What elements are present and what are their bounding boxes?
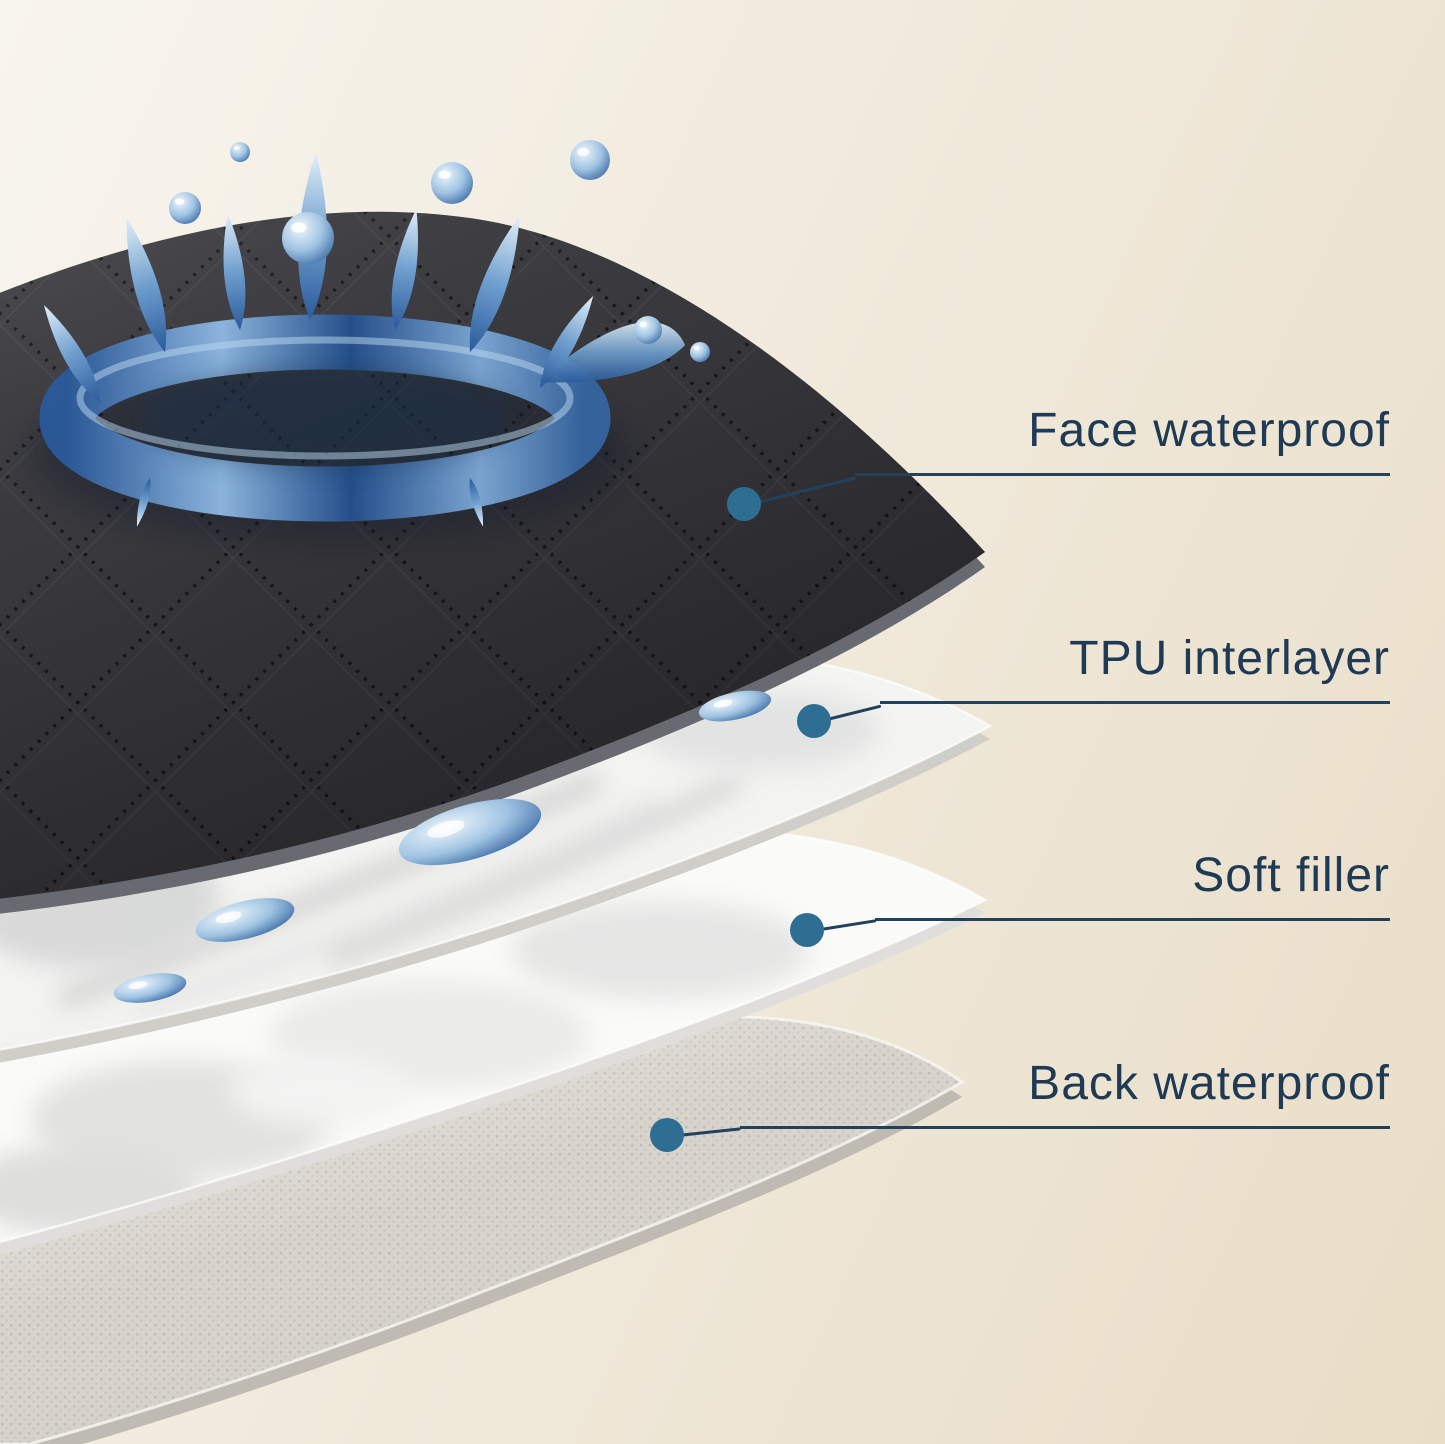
soft-filler-dot	[790, 913, 824, 947]
back-waterproof-dot	[650, 1118, 684, 1152]
tpu-interlayer-dot	[797, 704, 831, 738]
water-splash-graphic	[30, 151, 685, 544]
face-waterproof-dot	[727, 487, 761, 521]
soft-filler-label: Soft filler	[875, 849, 1390, 921]
face-waterproof-label: Face waterproof	[855, 404, 1390, 476]
back-waterproof-label: Back waterproof	[740, 1057, 1390, 1129]
tpu-interlayer-label: TPU interlayer	[880, 632, 1390, 704]
layer-soft-filler-graphic	[0, 828, 987, 1263]
